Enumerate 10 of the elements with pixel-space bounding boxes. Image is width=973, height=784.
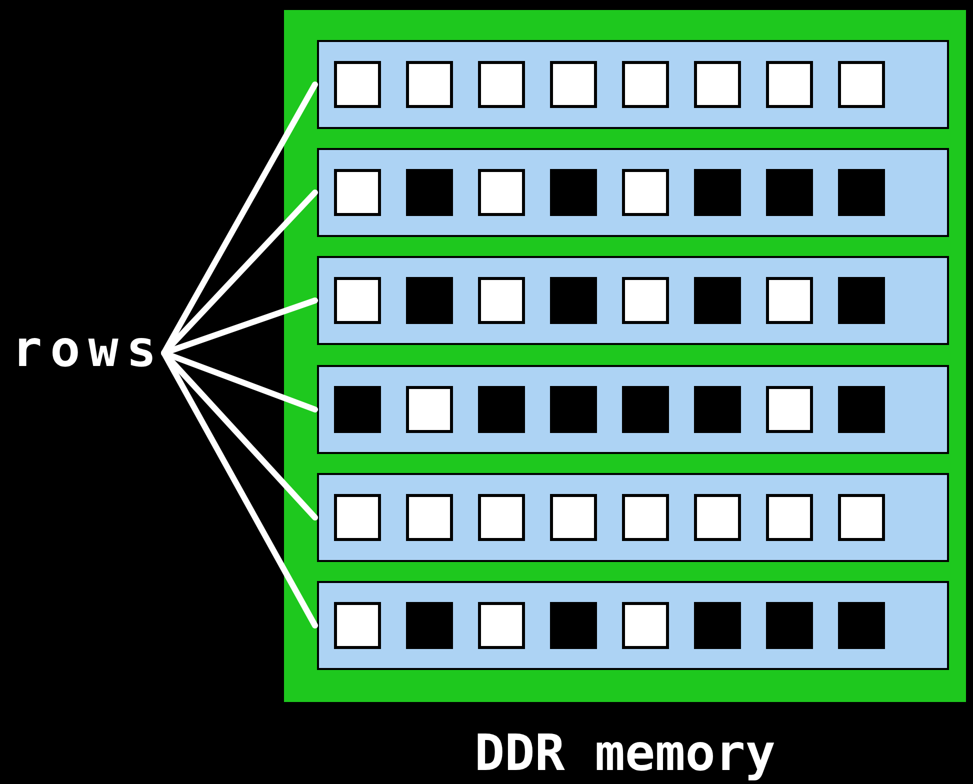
rows-label: rows xyxy=(12,324,162,374)
memory-row xyxy=(317,581,949,670)
memory-row xyxy=(317,473,949,562)
memory-row xyxy=(317,256,949,345)
memory-row xyxy=(317,365,949,454)
module-title: DDR memory xyxy=(473,728,777,778)
memory-row xyxy=(317,40,949,129)
connector-line xyxy=(161,350,318,628)
memory-row xyxy=(317,148,949,237)
connector-line xyxy=(161,298,318,356)
